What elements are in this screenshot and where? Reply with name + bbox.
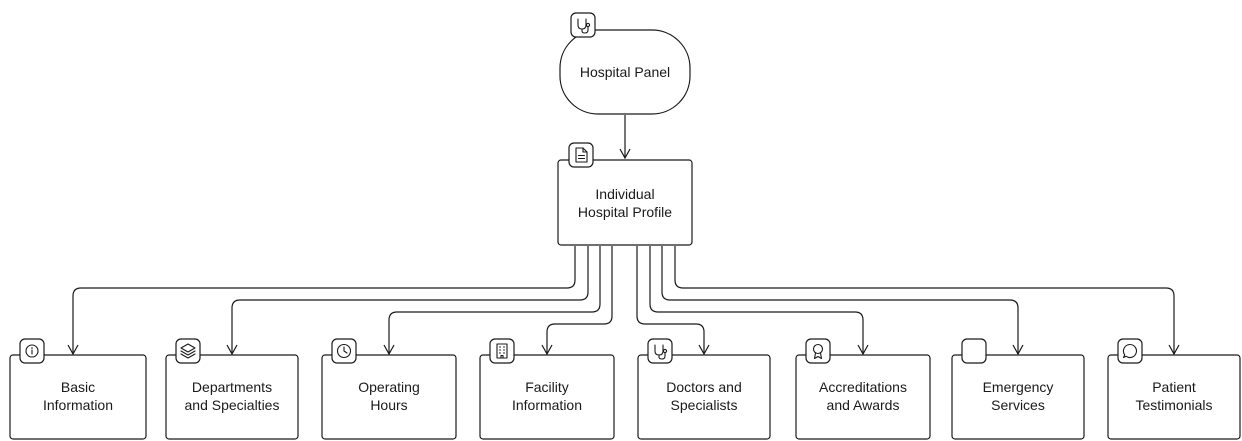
blank-icon [961,338,987,364]
child-label-line-2: and Specialties [185,397,280,413]
child-label-line-1: Patient [1152,379,1196,395]
children: Basic Information Departments and Specia… [9,338,1241,440]
edge-profile-to-child-7 [661,246,1024,356]
child-node-emergency-services[interactable]: Emergency Services [951,338,1085,440]
stethoscope-icon [570,12,596,38]
award-icon [805,338,831,364]
child-label-line-1: Operating [358,379,419,395]
edge-profile-to-child-5 [636,246,710,356]
child-label-line-2: Specialists [671,397,738,413]
child-label-line-1: Accreditations [819,379,907,395]
child-label-line-2: Information [43,397,113,413]
child-label-line-2: and Awards [827,397,900,413]
building-icon [489,338,515,364]
child-node-operating-hours[interactable]: Operating Hours [321,338,457,440]
child-node-doctors-and-specialists[interactable]: Doctors and Specialists [637,338,771,440]
document-icon [568,142,594,168]
child-label-line-2: Services [991,397,1045,413]
child-label-line-1: Doctors and [666,379,741,395]
clock-icon [331,338,357,364]
child-node-patient-testimonials[interactable]: Patient Testimonials [1107,338,1241,440]
child-label-line-1: Emergency [983,379,1054,395]
edge-profile-to-child-3 [383,246,601,356]
profile-node[interactable]: Individual Hospital Profile [557,142,693,246]
child-node-accreditations-and-awards[interactable]: Accreditations and Awards [795,338,931,440]
info-icon [19,338,45,364]
message-circle-icon [1117,338,1143,364]
root-node[interactable]: Hospital Panel [559,12,691,115]
edge-profile-to-child-2 [226,246,589,356]
profile-label-line-1: Individual [595,186,654,202]
child-label-line-1: Basic [61,379,95,395]
layers-icon [175,338,201,364]
child-label-line-2: Information [512,397,582,413]
stethoscope-icon [647,338,673,364]
child-label-line-1: Facility [525,379,569,395]
edges [67,115,1180,356]
edge-profile-to-child-8 [674,246,1180,356]
child-node-basic-information[interactable]: Basic Information [9,338,147,440]
profile-label-line-2: Hospital Profile [578,204,672,220]
child-label-line-1: Departments [192,379,272,395]
child-label-line-2: Testimonials [1135,397,1212,413]
child-node-departments-and-specialties[interactable]: Departments and Specialties [165,338,299,440]
root-label: Hospital Panel [580,64,670,80]
child-label-line-2: Hours [370,397,407,413]
edge-profile-to-child-4 [541,246,613,356]
edge-profile-to-child-6 [649,246,869,356]
edge-profile-to-child-1 [67,246,576,356]
child-node-facility-information[interactable]: Facility Information [479,338,615,440]
